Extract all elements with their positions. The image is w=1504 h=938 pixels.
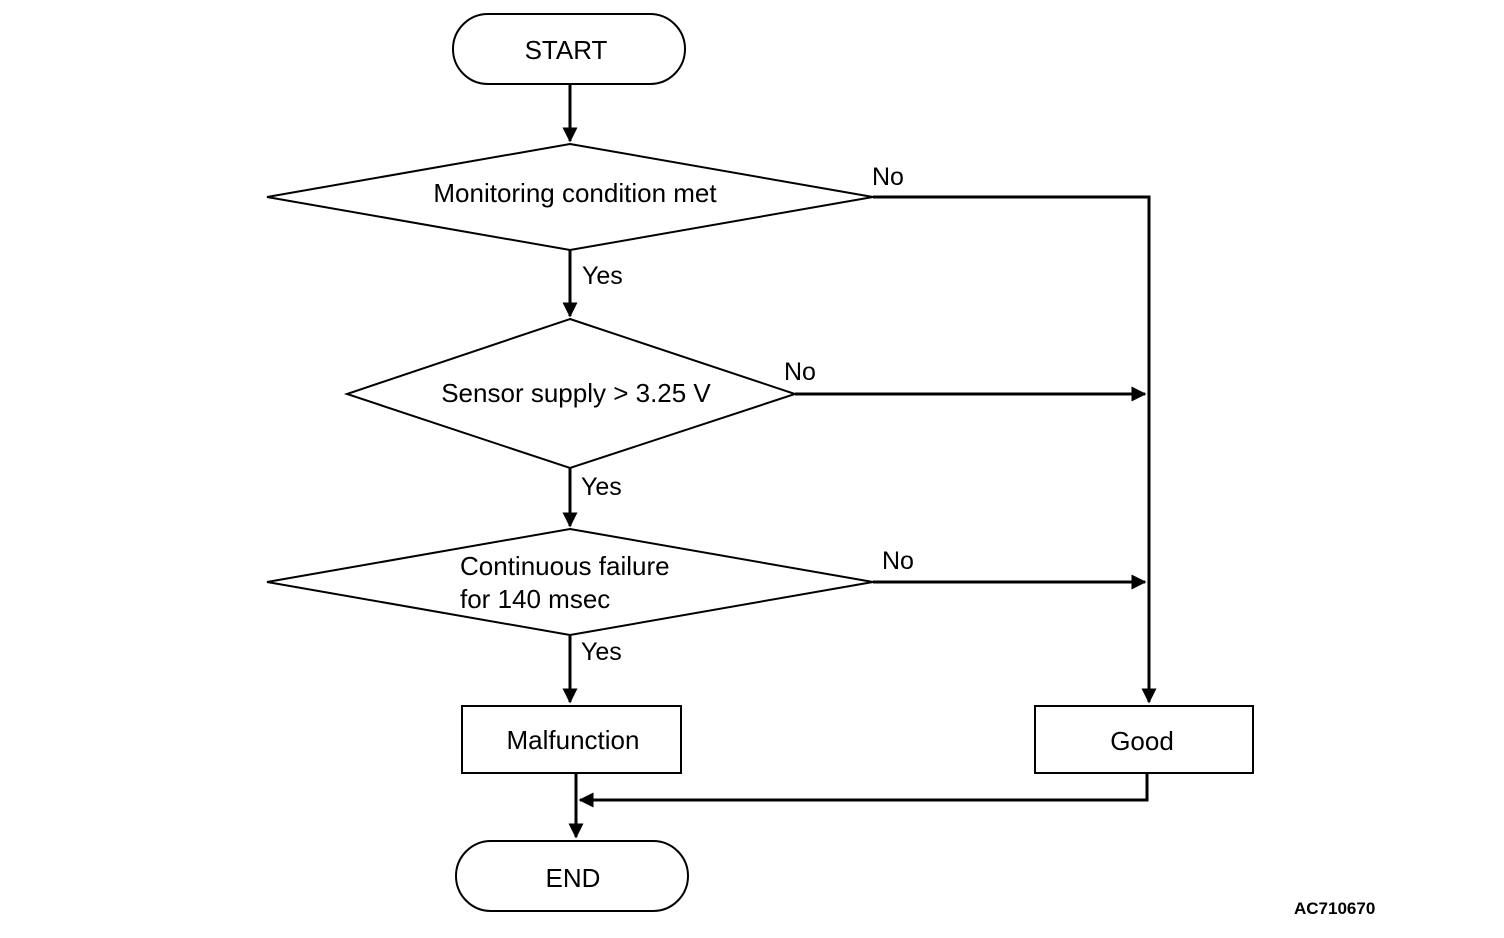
decision-sensor-supply-label: Sensor supply > 3.25 V <box>441 378 711 408</box>
flow-decision1-no-to-good <box>873 195 1157 704</box>
process-malfunction: Malfunction <box>461 705 682 774</box>
decision-continuous-failure-label-line1: Continuous failure <box>460 551 670 581</box>
branch-label-no-1: No <box>872 163 904 191</box>
branch-label-no-3: No <box>882 547 914 575</box>
decision-sensor-supply: Sensor supply > 3.25 V <box>343 317 799 470</box>
end-terminal: END <box>455 840 689 912</box>
branch-label-yes-3: Yes <box>581 638 622 666</box>
decision-monitoring-condition: Monitoring condition met <box>266 142 874 252</box>
process-good-label: Good <box>1110 726 1174 756</box>
start-label: START <box>525 35 608 65</box>
start-terminal: START <box>452 13 686 85</box>
decision-continuous-failure: Continuous failure for 140 msec <box>266 527 874 637</box>
end-label: END <box>546 863 601 893</box>
process-good: Good <box>1034 705 1254 774</box>
process-malfunction-label: Malfunction <box>507 725 640 755</box>
decision-continuous-failure-label-line2: for 140 msec <box>460 584 610 614</box>
branch-label-yes-1: Yes <box>582 262 623 290</box>
figure-code: AC710670 <box>1294 899 1375 918</box>
branch-label-no-2: No <box>784 358 816 386</box>
decision-monitoring-condition-label: Monitoring condition met <box>433 178 717 208</box>
flow-good-to-end <box>578 773 1149 808</box>
branch-label-yes-2: Yes <box>581 473 622 501</box>
